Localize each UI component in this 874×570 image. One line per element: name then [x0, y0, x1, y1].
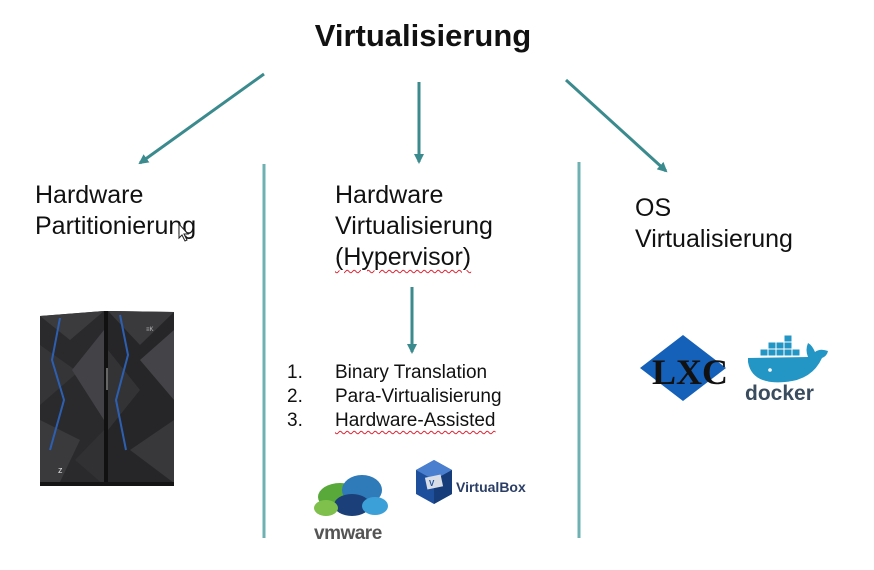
column-title-line: (Hypervisor)	[335, 243, 472, 271]
arrow-left	[138, 72, 265, 165]
list-item: 1.Binary Translation	[287, 362, 488, 383]
diagram-title: Virtualisierung	[314, 18, 532, 53]
docker-wordmark: docker	[745, 382, 814, 405]
virtualbox-wordmark: VirtualBox	[456, 479, 526, 495]
column-title-line: Hardware	[35, 181, 144, 209]
list-item: 2.Para-Virtualisierung	[287, 386, 502, 407]
column-title-line: Virtualisierung	[335, 212, 493, 240]
column-hardware-partitionierung: Hardware Partitionierung	[35, 180, 196, 242]
svg-text:V: V	[429, 479, 435, 488]
column-hardware-virtualisierung: Hardware Virtualisierung (Hypervisor)	[335, 180, 493, 273]
arrow-right	[564, 78, 668, 173]
column-title-line: Hardware	[335, 181, 444, 209]
server-badge: z	[58, 465, 63, 475]
lxc-wordmark: LXC	[652, 352, 728, 392]
method-list: 1.Binary Translation 2.Para-Virtualisier…	[287, 361, 502, 433]
vmware-wordmark: vmware	[314, 523, 382, 544]
column-title-line: Virtualisierung	[635, 225, 793, 253]
list-item: 3.Hardware-Assisted	[287, 410, 496, 431]
column-os-virtualisierung: OS Virtualisierung	[635, 193, 793, 255]
column-title-line: Partitionierung	[35, 212, 197, 240]
svg-text:≡K: ≡K	[146, 327, 154, 333]
column-title-line: OS	[635, 194, 672, 222]
